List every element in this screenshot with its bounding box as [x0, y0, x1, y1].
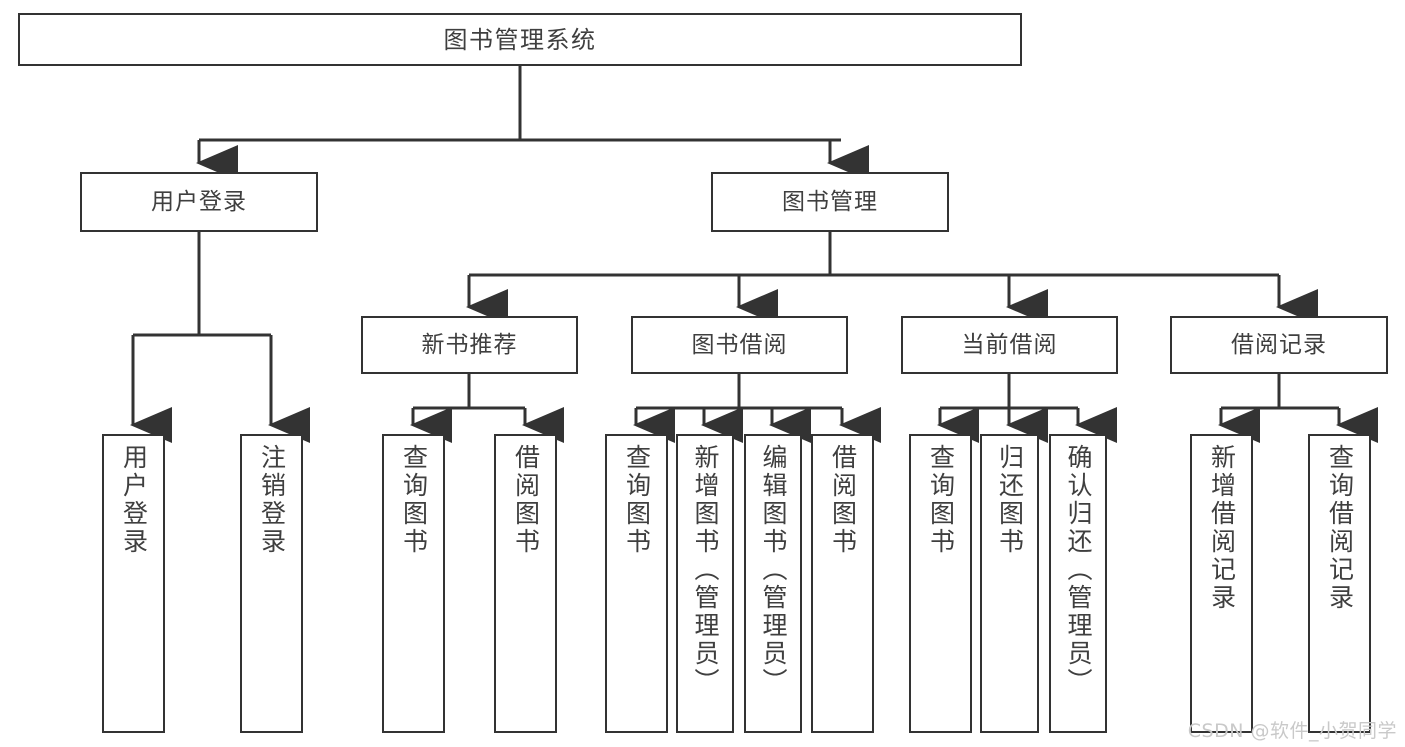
node-book-borrow-label: 图书借阅 — [691, 331, 788, 358]
node-root[interactable]: 图书管理系统 — [18, 13, 1022, 66]
leaf-logout[interactable]: 注销登录 — [240, 434, 303, 733]
leaf-add-borrow-record[interactable]: 新增借阅记录 — [1190, 434, 1253, 733]
leaf-borrow-book-new-label: 借阅图书 — [511, 444, 541, 556]
leaf-add-book-admin-label: 新增图书（管理员） — [691, 444, 720, 696]
leaf-confirm-return-admin[interactable]: 确认归还（管理员） — [1049, 434, 1107, 733]
leaf-add-book-admin[interactable]: 新增图书（管理员） — [676, 434, 734, 733]
node-new-book-recommend[interactable]: 新书推荐 — [361, 316, 578, 374]
leaf-borrow-book-new[interactable]: 借阅图书 — [494, 434, 557, 733]
node-current-borrow-label: 当前借阅 — [961, 331, 1058, 358]
node-user-login[interactable]: 用户登录 — [80, 172, 318, 232]
leaf-edit-book-admin[interactable]: 编辑图书（管理员） — [744, 434, 802, 733]
node-book-management-label: 图书管理 — [782, 188, 878, 215]
leaf-query-book-new[interactable]: 查询图书 — [382, 434, 445, 733]
leaf-logout-label: 注销登录 — [257, 444, 287, 556]
leaf-query-book-borrow[interactable]: 查询图书 — [605, 434, 668, 733]
leaf-query-borrow-record[interactable]: 查询借阅记录 — [1308, 434, 1371, 733]
leaf-user-login[interactable]: 用户登录 — [102, 434, 165, 733]
node-root-label: 图书管理系统 — [443, 25, 597, 54]
node-borrow-record[interactable]: 借阅记录 — [1170, 316, 1388, 374]
node-book-management[interactable]: 图书管理 — [711, 172, 949, 232]
leaf-query-book-borrow-label: 查询图书 — [622, 444, 652, 556]
leaf-return-book[interactable]: 归还图书 — [980, 434, 1039, 733]
leaf-borrow-book[interactable]: 借阅图书 — [811, 434, 874, 733]
node-user-login-label: 用户登录 — [151, 188, 247, 215]
leaf-confirm-return-admin-label: 确认归还（管理员） — [1064, 444, 1093, 696]
leaf-query-book-current[interactable]: 查询图书 — [909, 434, 972, 733]
node-new-book-recommend-label: 新书推荐 — [421, 331, 518, 358]
leaf-edit-book-admin-label: 编辑图书（管理员） — [759, 444, 788, 696]
leaf-return-book-label: 归还图书 — [995, 444, 1025, 556]
node-current-borrow[interactable]: 当前借阅 — [901, 316, 1118, 374]
leaf-borrow-book-label: 借阅图书 — [828, 444, 858, 556]
leaf-query-borrow-record-label: 查询借阅记录 — [1325, 444, 1355, 612]
leaf-user-login-label: 用户登录 — [119, 444, 149, 556]
node-borrow-record-label: 借阅记录 — [1231, 331, 1327, 358]
node-book-borrow[interactable]: 图书借阅 — [631, 316, 848, 374]
leaf-query-book-current-label: 查询图书 — [926, 444, 956, 556]
leaf-query-book-new-label: 查询图书 — [399, 444, 429, 556]
csdn-watermark: CSDN @软件_小贺同学 — [1187, 720, 1397, 742]
leaf-add-borrow-record-label: 新增借阅记录 — [1207, 444, 1237, 612]
